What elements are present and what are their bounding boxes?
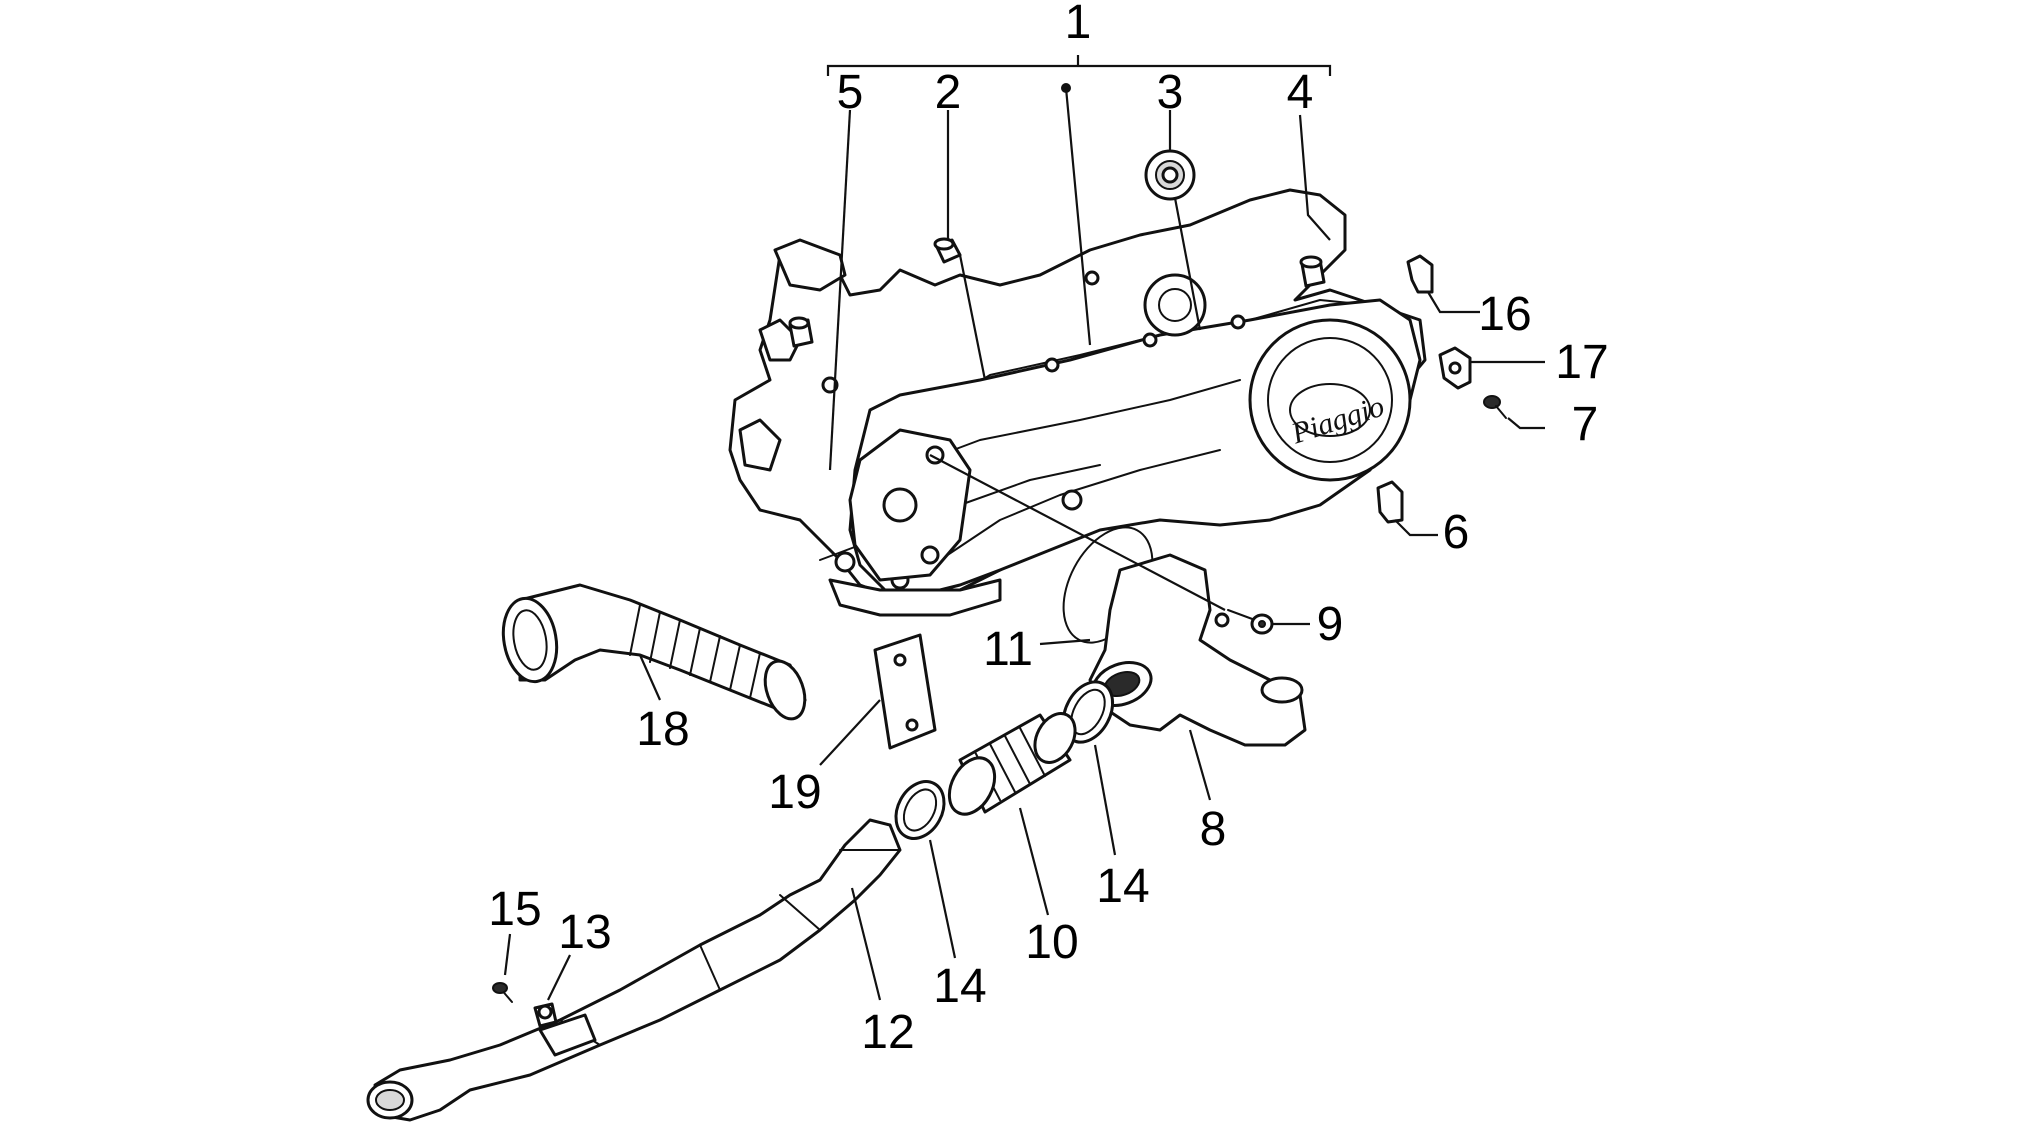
crankcase-cover-assembly: Piaggio — [728, 188, 1427, 617]
pad-19 — [873, 633, 937, 750]
intake-tube-12 — [366, 818, 902, 1122]
callout-14-upper: 14 — [1096, 860, 1149, 913]
callout-labels: 1 5 2 3 4 16 17 7 6 9 11 18 19 8 14 10 1… — [488, 0, 1608, 1059]
leader-lines — [503, 55, 1545, 1001]
callout-18: 18 — [636, 703, 689, 756]
callout-8: 8 — [1200, 803, 1227, 856]
clip-17 — [1438, 346, 1472, 390]
clip-6 — [1376, 480, 1404, 524]
callout-7: 7 — [1572, 398, 1599, 451]
callout-13: 13 — [558, 906, 611, 959]
clip-16 — [1406, 254, 1434, 294]
nut-13 — [533, 1002, 558, 1028]
hose-10 — [947, 712, 1077, 816]
callout-5: 5 — [837, 66, 864, 119]
air-duct-8 — [1088, 553, 1307, 747]
callout-6: 6 — [1443, 506, 1470, 559]
callout-10: 10 — [1025, 916, 1078, 969]
dowel-pin-5 — [788, 316, 814, 348]
callout-17: 17 — [1555, 336, 1608, 389]
dowel-pin-4 — [1299, 255, 1326, 288]
callout-12: 12 — [861, 1006, 914, 1059]
screw-9 — [1227, 609, 1274, 635]
bearing-3 — [1144, 149, 1196, 201]
callout-15: 15 — [488, 883, 541, 936]
screw-7 — [1483, 395, 1507, 419]
callout-1: 1 — [1065, 0, 1092, 49]
callout-16: 16 — [1478, 288, 1531, 341]
callout-11: 11 — [983, 623, 1033, 676]
dowel-pin-2 — [933, 237, 962, 264]
callout-4: 4 — [1287, 66, 1314, 119]
flex-hose-18 — [501, 583, 807, 721]
callout-9: 9 — [1317, 598, 1344, 651]
callout-14-lower: 14 — [933, 960, 986, 1013]
callout-2: 2 — [935, 66, 962, 119]
callout-3: 3 — [1157, 66, 1184, 119]
screw-15 — [492, 982, 513, 1003]
callout-19: 19 — [768, 766, 821, 819]
clamp-14-lower — [894, 780, 946, 840]
